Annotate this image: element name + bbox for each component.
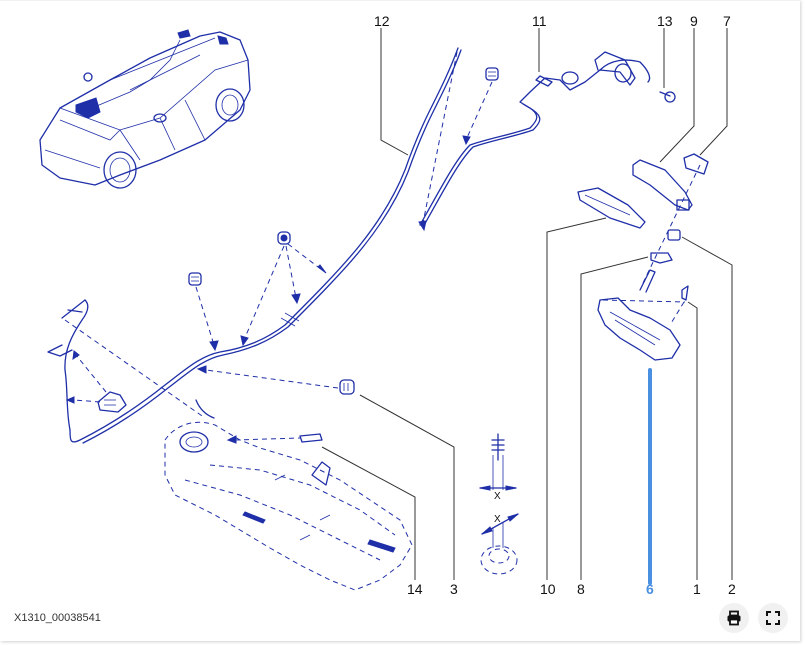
fuel-tank-illustration bbox=[164, 399, 413, 591]
seal-part-8 bbox=[650, 252, 673, 264]
callout-13[interactable]: 13 bbox=[657, 13, 673, 29]
leader-lines bbox=[321, 28, 733, 585]
vehicle-locator-illustration bbox=[39, 29, 251, 189]
leader-8 bbox=[580, 256, 649, 580]
handle-part-9 bbox=[632, 159, 693, 211]
callout-8[interactable]: 8 bbox=[577, 581, 585, 597]
leader-3 bbox=[359, 394, 455, 580]
cover-part-7 bbox=[683, 153, 709, 175]
callout-6-highlighted[interactable]: 6 bbox=[646, 581, 654, 597]
callout-1[interactable]: 1 bbox=[693, 581, 701, 597]
leader-10 bbox=[546, 217, 607, 580]
callout-7[interactable]: 7 bbox=[723, 13, 731, 29]
print-button[interactable] bbox=[719, 603, 749, 633]
diagram-reference-code: X1310_00038541 bbox=[14, 612, 101, 624]
part-11-hose bbox=[419, 51, 676, 228]
callout-labels: 12 11 13 9 7 14 3 10 8 6 1 2 bbox=[374, 13, 736, 597]
dimension-detail: X X bbox=[479, 433, 519, 575]
callout-2[interactable]: 2 bbox=[728, 581, 736, 597]
callout-12[interactable]: 12 bbox=[374, 13, 390, 29]
printer-icon bbox=[727, 610, 741, 626]
leader-1 bbox=[687, 301, 698, 580]
motor-assembly-part-1 bbox=[597, 269, 689, 361]
assembly-axis bbox=[641, 164, 701, 286]
part-12-hose bbox=[47, 47, 462, 444]
hose-clips bbox=[188, 67, 499, 395]
leader-12 bbox=[380, 28, 409, 156]
bushing-part-2 bbox=[667, 229, 681, 241]
leader-9 bbox=[659, 28, 695, 163]
callout-11[interactable]: 11 bbox=[532, 13, 547, 29]
filler-neck-parts bbox=[64, 319, 206, 419]
fullscreen-icon bbox=[766, 611, 780, 625]
callout-3[interactable]: 3 bbox=[450, 581, 458, 597]
fullscreen-button[interactable] bbox=[758, 603, 788, 633]
leader-14 bbox=[321, 446, 416, 580]
leader-2 bbox=[681, 236, 733, 580]
dimension-label-x2: X bbox=[494, 514, 501, 525]
callout-14[interactable]: 14 bbox=[407, 581, 423, 597]
wiper-blade-part-10 bbox=[577, 187, 646, 229]
dimension-label-x1: X bbox=[494, 491, 501, 502]
callout-10[interactable]: 10 bbox=[540, 581, 556, 597]
leader-7 bbox=[699, 28, 728, 156]
callout-9[interactable]: 9 bbox=[690, 13, 698, 29]
